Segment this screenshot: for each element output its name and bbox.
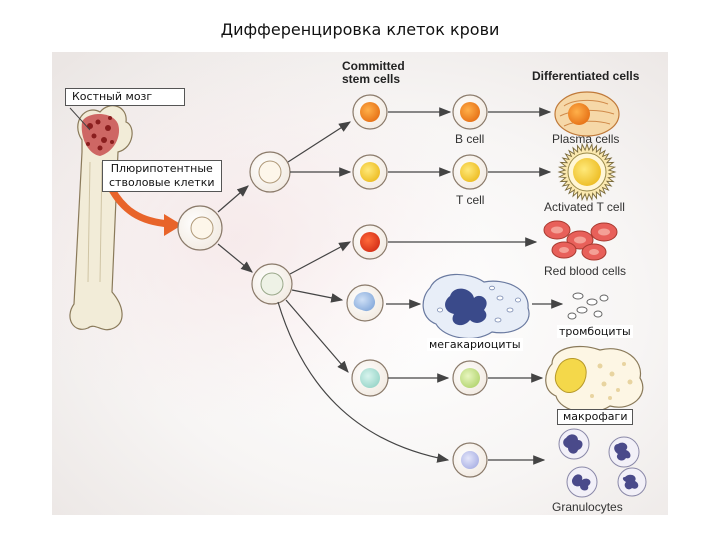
plasma-cell	[554, 91, 620, 137]
label-bone-marrow: Костный мозг	[65, 88, 185, 106]
committed-b-cell	[352, 94, 388, 130]
lymphoid-progenitor-cell	[249, 151, 291, 193]
label-b-cell: B cell	[455, 132, 485, 146]
header-committed-stem-cells: Committed stem cells	[342, 59, 405, 86]
macrophage	[545, 345, 644, 413]
blood-cell-diagram	[52, 52, 668, 515]
label-pluripotent-stem-cells: Плюрипотентные стволовые клетки	[102, 160, 222, 192]
label-granulocytes: Granulocytes	[552, 500, 623, 514]
label-activated-t-cell: Activated T cell	[544, 200, 625, 214]
granulocytes	[558, 428, 647, 498]
diagram-figure: Committed stem cells Differentiated cell…	[52, 52, 668, 515]
label-megakaryocytes: мегакариоциты	[427, 338, 523, 351]
label-t-cell: T cell	[456, 193, 485, 207]
label-macrophages: макрофаги	[557, 409, 634, 425]
b-cell	[452, 94, 488, 130]
pluripotent-stem-cell	[177, 205, 223, 251]
committed-t-cell	[352, 154, 388, 190]
committed-monocyte-cell	[351, 359, 389, 397]
slide-title: Дифференцировка клеток крови	[220, 20, 500, 39]
megakaryocyte	[422, 273, 530, 339]
header-differentiated-cells: Differentiated cells	[532, 69, 640, 83]
thrombocytes	[567, 292, 609, 320]
label-thrombocytes: тромбоциты	[557, 325, 633, 338]
committed-erythroid-cell	[352, 224, 388, 260]
granulocyte-progenitor-cell	[452, 442, 488, 478]
t-cell	[452, 154, 488, 190]
activated-t-cell-nucleus	[573, 158, 601, 186]
red-blood-cells	[543, 220, 618, 261]
activated-t-cell	[557, 142, 617, 202]
monocyte-cell	[452, 360, 488, 396]
committed-megakaryocyte-cell	[346, 284, 384, 322]
label-red-blood-cells: Red blood cells	[544, 264, 627, 278]
myeloid-progenitor-cell	[251, 263, 293, 305]
label-plasma-cells: Plasma cells	[552, 132, 620, 146]
